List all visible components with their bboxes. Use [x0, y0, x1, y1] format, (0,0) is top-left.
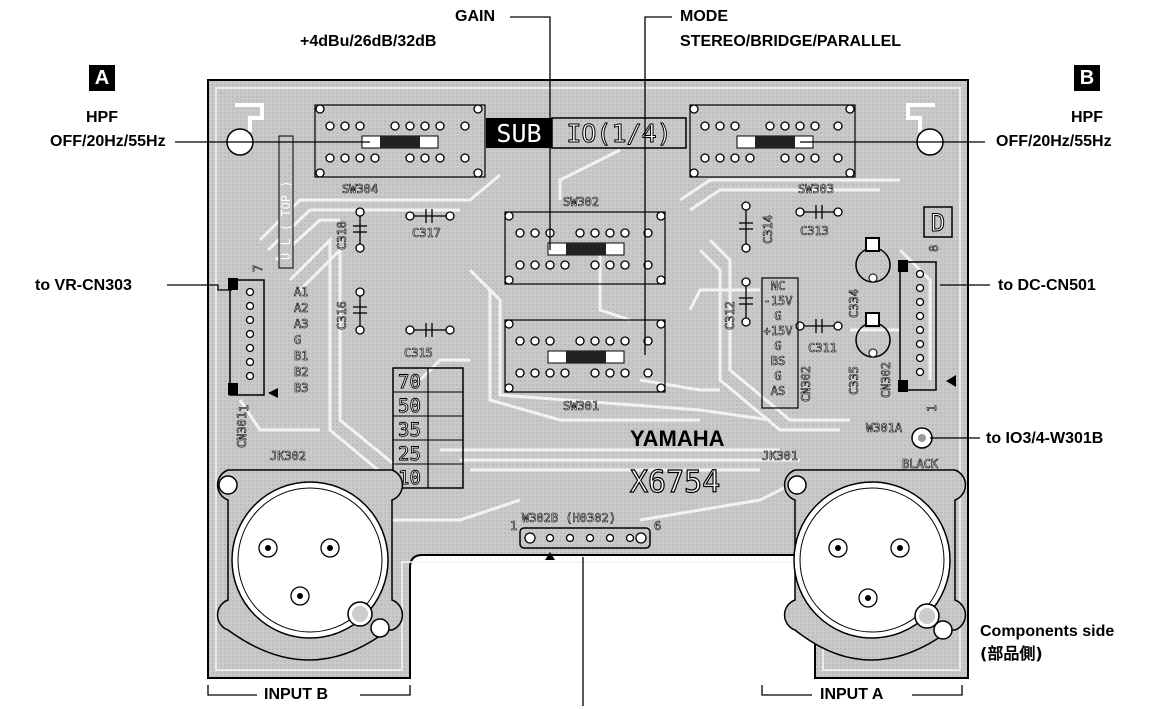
mount-hook-left [226, 103, 264, 156]
c334-label: C334 [847, 289, 861, 318]
to-dc-label: to DC-CN501 [998, 277, 1096, 294]
jk302-label: JK302 [270, 449, 306, 463]
svg-text:25: 25 [398, 443, 421, 465]
c315-label: C315 [404, 346, 433, 360]
leader-lines [167, 16, 990, 706]
hpf-b-title: HPF [1071, 109, 1103, 126]
capacitor-c317 [405, 209, 455, 223]
gain-values: +4dBu/26dB/32dB [300, 33, 437, 50]
svg-text:A3: A3 [294, 317, 308, 331]
xlr-jack-jk301 [783, 469, 967, 661]
svg-text:B3: B3 [294, 381, 308, 395]
capacitor-c314 [739, 201, 753, 253]
sw303-label: SW303 [798, 182, 834, 196]
connector-w302b [519, 527, 651, 560]
cn302-pin1: 1 [925, 405, 939, 412]
c317-label: C317 [412, 226, 441, 240]
svg-text:A1: A1 [294, 285, 308, 299]
cn301-label: CN301 [235, 412, 249, 448]
layer-label: U L ( TOP ) [279, 181, 293, 260]
gain-title: GAIN [455, 8, 495, 25]
sw304-label: SW304 [342, 182, 378, 196]
sw301-label: SW301 [563, 399, 599, 413]
svg-text:-15V: -15V [764, 294, 793, 308]
svg-text:BS: BS [771, 354, 785, 368]
capacitor-c334 [855, 237, 891, 283]
to-vr-label: to VR-CN303 [35, 277, 132, 294]
jk301-label: JK301 [762, 449, 798, 463]
c314-label: C314 [761, 215, 775, 244]
svg-text:50: 50 [398, 395, 421, 417]
svg-text:G: G [774, 309, 781, 323]
switch-sw301 [504, 319, 666, 393]
black-label: BLACK [902, 457, 939, 471]
w302b-pin6: 6 [654, 519, 661, 533]
mode-title: MODE [680, 8, 728, 25]
mode-values: STEREO/BRIDGE/PARALLEL [680, 33, 902, 50]
hpf-b-values: OFF/20Hz/55Hz [996, 133, 1112, 150]
sw302-label: SW302 [563, 195, 599, 209]
hpf-a-title: HPF [86, 109, 118, 126]
c312-label: C312 [723, 301, 737, 330]
switch-sw303 [689, 104, 856, 178]
svg-text:70: 70 [398, 371, 421, 393]
sub-label: SUB [496, 119, 541, 148]
capacitor-c313 [795, 205, 843, 219]
svg-text:AS: AS [771, 384, 785, 398]
c335-label: C335 [847, 366, 861, 395]
capacitor-c312 [739, 277, 753, 327]
cn301-pin7: 7 [251, 265, 265, 272]
cn302-pin-label: CN302 [799, 366, 813, 402]
pcb-traces [238, 148, 932, 522]
svg-text:NC: NC [771, 279, 785, 293]
side-b-badge: B [1074, 65, 1100, 91]
svg-text:G: G [774, 339, 781, 353]
to-io-label: to IO3/4-W301B [986, 430, 1104, 447]
xlr-jack-jk302 [216, 469, 404, 661]
svg-text:+15V: +15V [764, 324, 793, 338]
c311-label: C311 [808, 341, 837, 355]
board-letter: D [931, 209, 945, 237]
hpf-table: 70 50 35 25 10 [392, 367, 464, 489]
cn302-label: CN302 [879, 362, 893, 398]
svg-text:A2: A2 [294, 301, 308, 315]
cn302-pin-list: NC -15V G +15V G BS G AS [763, 279, 793, 399]
c318-label: C318 [335, 221, 349, 250]
hpf-a-values: OFF/20Hz/55Hz [50, 133, 166, 150]
side-a-badge: A [89, 65, 115, 91]
sub-badge [486, 118, 552, 148]
brand-text: YAMAHA [630, 426, 725, 451]
capacitor-c315 [405, 323, 455, 337]
components-side-label: Components side [980, 623, 1115, 640]
components-side-jp: (部品側) [980, 644, 1043, 663]
connector-cn302 [898, 260, 956, 392]
cn301-pin-list: A1 A2 A3 G B1 B2 B3 [294, 285, 309, 396]
switch-sw304 [314, 104, 486, 178]
cn301-pin1: 1 [237, 405, 251, 412]
c313-label: C313 [800, 224, 829, 238]
capacitor-c316 [353, 287, 367, 335]
svg-text:10: 10 [398, 467, 421, 489]
w302b-label: W302B (H0302) [522, 511, 616, 525]
part-number: X6754 [630, 465, 720, 500]
input-b-label: INPUT B [264, 686, 328, 703]
svg-text:B2: B2 [294, 365, 308, 379]
input-a-label: INPUT A [820, 686, 884, 703]
connector-cn301 [228, 278, 278, 398]
w302b-pin1: 1 [510, 519, 517, 533]
capacitor-c335 [855, 312, 891, 358]
svg-text:35: 35 [398, 419, 421, 441]
switch-sw302 [504, 211, 666, 285]
svg-text:G: G [294, 333, 301, 347]
svg-text:G: G [774, 369, 781, 383]
c316-label: C316 [335, 301, 349, 330]
w301a-label: W301A [866, 421, 903, 435]
capacitor-c318 [353, 207, 367, 253]
board-id: IO(1/4) [566, 119, 671, 148]
svg-text:B1: B1 [294, 349, 308, 363]
cn302-pin8: 8 [927, 245, 941, 252]
